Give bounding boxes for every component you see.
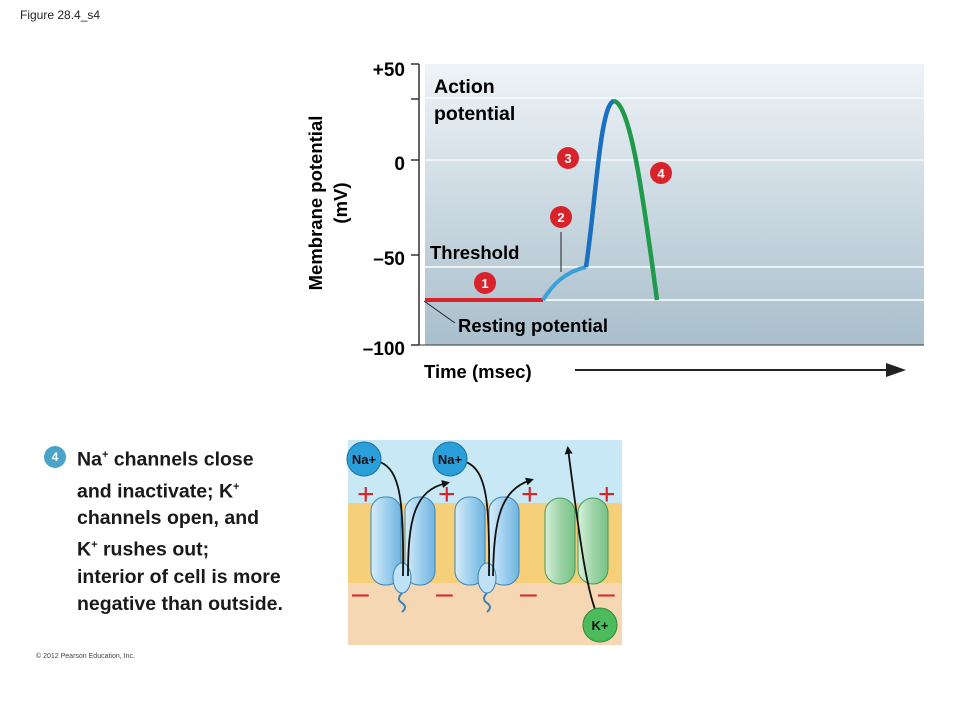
inside-charge: – (520, 577, 537, 610)
caption-text: negative than outside. (77, 592, 283, 615)
sodium-ion-label: Na+ (352, 452, 377, 467)
step-marker (474, 272, 496, 294)
caption-charge: + (91, 539, 98, 551)
step-marker-label: 4 (657, 166, 665, 181)
threshold-label: Threshold (430, 242, 519, 263)
resting-leader-line (423, 300, 456, 324)
figure-label: Figure 28.4_s4 (20, 8, 101, 22)
outside-charge: + (357, 478, 375, 511)
caption-text: channels close (108, 448, 254, 471)
intracellular-region (348, 583, 622, 645)
sodium-ion (432, 441, 468, 477)
sodium-ion (346, 441, 382, 477)
y-axis-unit: (mV) (330, 182, 351, 223)
action-potential-label: potential (434, 103, 515, 125)
inside-charge: – (352, 577, 369, 610)
sodium-channel (454, 496, 520, 613)
caption-text: interior of cell is more (77, 565, 281, 588)
step-marker (557, 147, 579, 169)
sodium-ion-label: Na+ (438, 452, 463, 467)
step-marker-label: 1 (481, 276, 488, 291)
caption-ion: K (77, 538, 92, 561)
action-potential-label: Action (434, 76, 495, 98)
sodium-flow-arrow (407, 480, 450, 577)
caption-text: and inactivate; K (77, 480, 234, 502)
y-tick-label: –100 (363, 339, 405, 360)
step-marker-label: 3 (564, 151, 571, 166)
inside-charge: – (598, 577, 615, 610)
step-marker (650, 162, 672, 184)
potassium-ion-label: K+ (592, 618, 609, 633)
time-arrow-head (886, 363, 906, 377)
y-tick-label: –50 (373, 249, 405, 270)
potassium-channel (544, 497, 609, 585)
sodium-flow-arrow (465, 461, 491, 577)
falling-phase-curve (612, 98, 660, 301)
rising-phase-curve (583, 98, 616, 268)
depolarization-curve (541, 265, 587, 302)
caption-charge: + (233, 480, 240, 493)
step-marker (550, 206, 572, 228)
x-axis-title: Time (msec) (424, 361, 532, 382)
step-marker-label: 2 (557, 210, 564, 225)
y-axis-title: Membrane potential (305, 116, 326, 291)
outside-charge: + (521, 478, 539, 511)
y-tick-label: 0 (394, 154, 405, 175)
step-description: Na+ channels close and inactivate; K+ ch… (77, 442, 347, 618)
inside-charge: – (436, 577, 453, 610)
y-tick-label: +50 (373, 60, 405, 81)
sodium-flow-arrow (492, 477, 534, 577)
sodium-flow-arrow (379, 461, 405, 577)
action-potential-graph: +50 0 –50 –100 Membrane potential (mV) T… (305, 60, 924, 382)
caption-text: rushes out; (97, 538, 210, 561)
copyright-notice: © 2012 Pearson Education, Inc. (36, 653, 135, 660)
caption-text: channels open, and (77, 507, 260, 529)
potassium-flow-arrow (564, 446, 599, 618)
caption-ion: Na (77, 448, 102, 471)
potassium-ion (582, 607, 618, 643)
caption-charge: + (101, 449, 109, 461)
resting-potential-label: Resting potential (458, 315, 608, 336)
step-number-badge: 4 (44, 446, 66, 468)
